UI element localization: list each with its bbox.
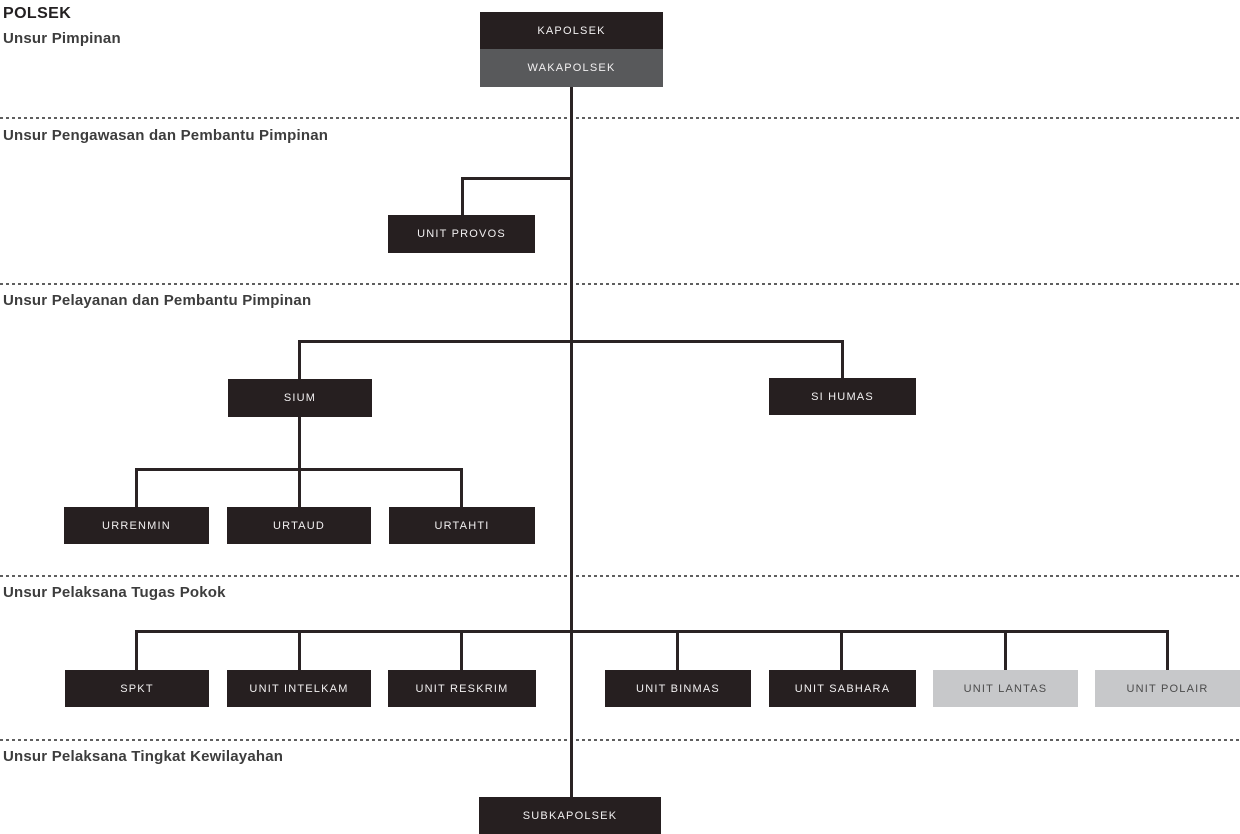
org-node-unit-sabhara: UNIT SABHARA [769, 670, 916, 707]
org-node-sium: SIUM [228, 379, 372, 417]
connector-line [135, 468, 138, 507]
section-divider-pokok [0, 575, 1240, 577]
connector-line [298, 630, 301, 670]
section-label-pimpinan: Unsur Pimpinan [3, 30, 121, 47]
section-divider-pelayanan [0, 283, 1240, 285]
section-label-pokok: Unsur Pelaksana Tugas Pokok [3, 584, 226, 601]
connector-line [460, 468, 463, 507]
connector-line [135, 630, 138, 670]
org-node-urtaud: URTAUD [227, 507, 371, 544]
org-node-unit-intelkam: UNIT INTELKAM [227, 670, 371, 707]
connector-line [1004, 630, 1007, 670]
connector-line [461, 177, 573, 180]
connector-line [840, 630, 843, 670]
section-label-pengawasan: Unsur Pengawasan dan Pembantu Pimpinan [3, 127, 329, 144]
org-node-urtahti: URTAHTI [389, 507, 535, 544]
connector-line [841, 340, 844, 378]
org-node-urrenmin: URRENMIN [64, 507, 209, 544]
org-node-unit-binmas: UNIT BINMAS [605, 670, 751, 707]
section-label-kewilayahan: Unsur Pelaksana Tingkat Kewilayahan [3, 748, 284, 765]
section-divider-pengawasan [0, 117, 1240, 119]
connector-line [298, 340, 301, 379]
org-node-kapolsek: KAPOLSEK [480, 12, 663, 49]
org-node-unit-provos: UNIT PROVOS [388, 215, 535, 253]
org-node-subkapolsek: SUBKAPOLSEK [479, 797, 661, 834]
connector-line [461, 177, 464, 215]
org-node-wakapolsek: WAKAPOLSEK [480, 49, 663, 87]
org-node-unit-polair: UNIT POLAIR [1095, 670, 1240, 707]
connector-line [135, 630, 1169, 633]
connector-line [298, 417, 301, 507]
connector-line [135, 468, 463, 471]
connector-line [460, 630, 463, 670]
connector-line [676, 630, 679, 670]
connector-line [1166, 630, 1169, 670]
section-divider-kewilayahan [0, 739, 1240, 741]
connector-line [298, 340, 844, 343]
org-node-unit-reskrim: UNIT RESKRIM [388, 670, 536, 707]
section-label-pelayanan: Unsur Pelayanan dan Pembantu Pimpinan [3, 292, 312, 309]
connector-line [570, 87, 573, 797]
org-node-unit-lantas: UNIT LANTAS [933, 670, 1078, 707]
org-node-spkt: SPKT [65, 670, 209, 707]
page-title: POLSEK [3, 5, 72, 22]
org-node-si-humas: SI HUMAS [769, 378, 916, 415]
